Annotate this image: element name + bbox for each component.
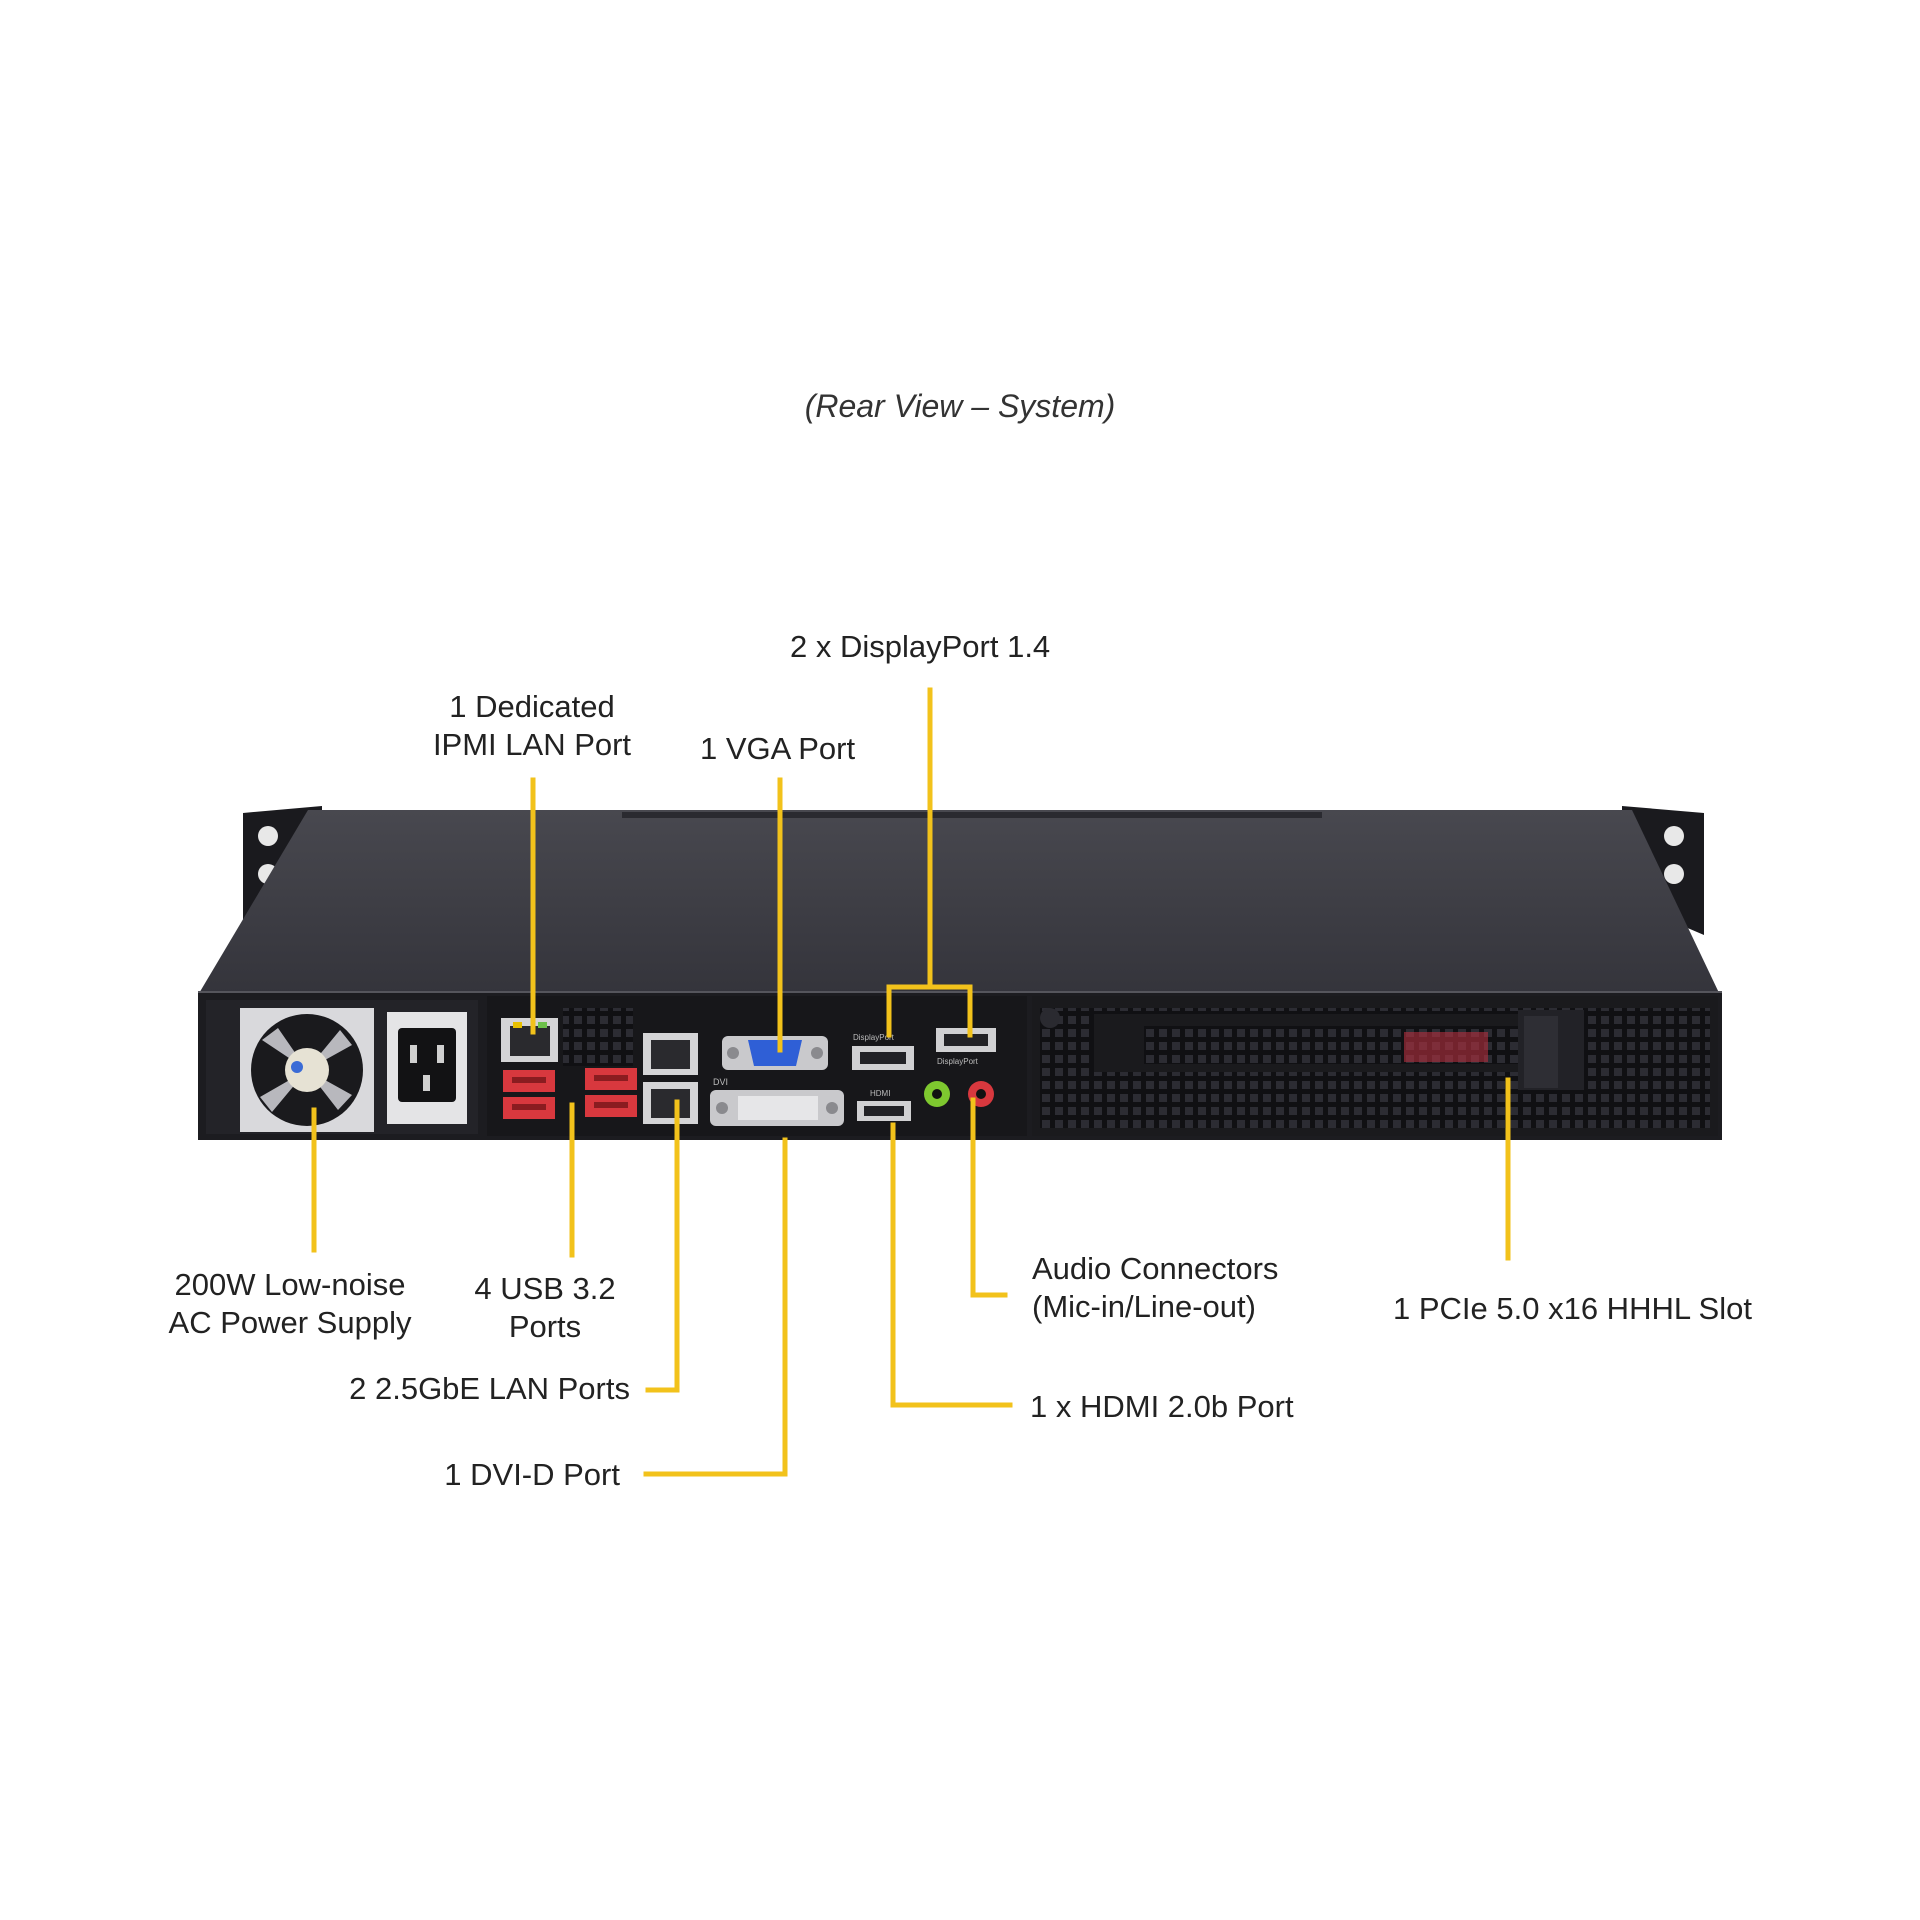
vga-port-icon xyxy=(722,1036,828,1070)
dvi-port-icon xyxy=(710,1090,844,1126)
leader-line-hdmi xyxy=(890,1122,1013,1408)
leader-line-dvi xyxy=(643,1137,788,1477)
callout-ipmi-lan: 1 Dedicated IPMI LAN Port xyxy=(412,688,652,764)
callout-audio: Audio Connectors (Mic-in/Line-out) xyxy=(1032,1250,1278,1326)
callout-ipmi-line1: 1 Dedicated xyxy=(449,689,615,724)
fan-icon xyxy=(240,1008,374,1132)
leader-line-lan xyxy=(645,1099,680,1393)
callout-usb: 4 USB 3.2 Ports xyxy=(460,1270,630,1346)
callout-pcie: 1 PCIe 5.0 x16 HHHL Slot xyxy=(1393,1291,1752,1326)
callout-audio-line2: (Mic-in/Line-out) xyxy=(1032,1289,1256,1324)
power-inlet-icon xyxy=(387,1012,467,1124)
callout-psu-line2: AC Power Supply xyxy=(168,1305,412,1340)
pcie-section xyxy=(1032,996,1718,1136)
mounting-ear-icon xyxy=(258,826,278,846)
callout-psu: 200W Low-noise AC Power Supply xyxy=(160,1266,420,1342)
hdmi-marking: HDMI xyxy=(870,1089,890,1098)
callout-usb-line2: Ports xyxy=(508,1309,582,1344)
power-supply-unit xyxy=(206,1000,478,1134)
io-panel: DVI DisplayPort DisplayPort HDMI xyxy=(487,996,1027,1136)
dvi-marking: DVI xyxy=(713,1077,728,1087)
callout-ipmi-line2: IPMI LAN Port xyxy=(432,727,632,762)
figure-caption: (Rear View – System) xyxy=(804,388,1116,424)
callout-lan: 2 2.5GbE LAN Ports xyxy=(349,1371,630,1406)
chassis-top-cover xyxy=(198,810,1720,995)
callout-psu-line1: 200W Low-noise xyxy=(174,1267,406,1302)
displayport-marking-2: DisplayPort xyxy=(937,1057,979,1066)
callout-dvi: 1 DVI-D Port xyxy=(444,1457,620,1492)
callout-vga: 1 VGA Port xyxy=(700,731,856,766)
callout-usb-line1: 4 USB 3.2 xyxy=(474,1271,616,1306)
callout-displayport: 2 x DisplayPort 1.4 xyxy=(790,629,1051,664)
leader-line-audio xyxy=(970,1097,1008,1298)
callout-hdmi: 1 x HDMI 2.0b Port xyxy=(1030,1389,1294,1424)
displayport-marking-1: DisplayPort xyxy=(853,1033,895,1042)
callout-audio-line1: Audio Connectors xyxy=(1032,1251,1279,1286)
